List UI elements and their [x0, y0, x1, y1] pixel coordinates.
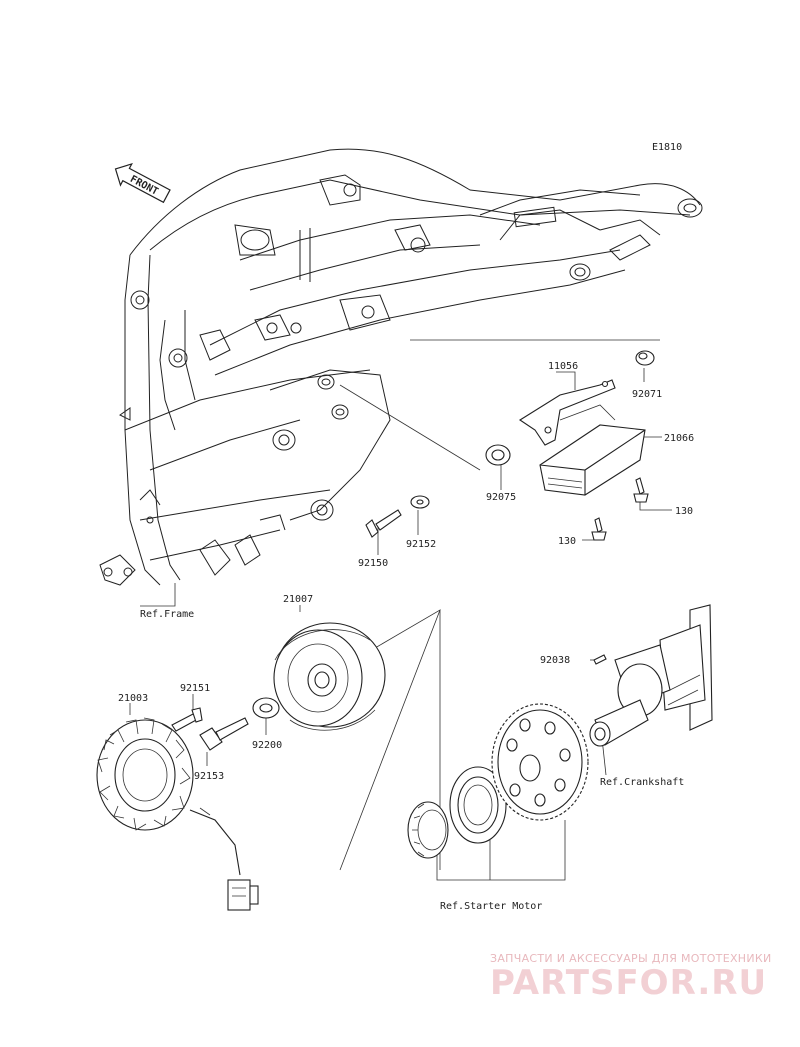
- part-92075-grommet-icon: [485, 444, 511, 466]
- label-92150: 92150: [358, 558, 388, 569]
- label-21003: 21003: [118, 693, 148, 704]
- label-130-left: 130: [558, 536, 576, 547]
- part-21003-stator-icon: [96, 717, 259, 911]
- part-92038-key-icon: [593, 654, 607, 665]
- label-11056: 11056: [548, 361, 578, 372]
- label-92151: 92151: [180, 683, 210, 694]
- part-92200-washer-icon: [252, 697, 280, 719]
- frame-drawing: [99, 148, 703, 586]
- label-130-right: 130: [675, 506, 693, 517]
- watermark-logo: PARTSFOR.RU: [490, 963, 767, 1003]
- label-21007: 21007: [283, 594, 313, 605]
- label-21066: 21066: [664, 433, 694, 444]
- part-starter-bearing-icon: [449, 766, 507, 844]
- part-92152-washer-icon: [410, 495, 430, 509]
- part-11056-bracket-icon: [518, 379, 616, 446]
- watermark-tagline: ЗАПЧАСТИ И АКСЕССУАРЫ ДЛЯ МОТОТЕХНИКИ: [490, 952, 772, 965]
- label-ref-frame: Ref.Frame: [140, 609, 194, 620]
- part-starter-gear-icon: [491, 703, 589, 821]
- label-92075: 92075: [486, 492, 516, 503]
- part-starter-clutch-icon: [407, 801, 449, 859]
- part-21007-rotor-icon: [273, 622, 386, 731]
- part-130-bolt-icon: [591, 517, 607, 541]
- part-21066-regulator-icon: [539, 404, 646, 496]
- part-92071-icon: [635, 350, 655, 366]
- label-92152: 92152: [406, 539, 436, 550]
- label-92038: 92038: [540, 655, 570, 666]
- label-92200: 92200: [252, 740, 282, 751]
- crankshaft-drawing: [589, 604, 713, 747]
- diagram-code: E1810: [652, 142, 682, 153]
- label-92153: 92153: [194, 771, 224, 782]
- part-92151-bolt-icon: [171, 707, 203, 732]
- leader-lines: [129, 339, 672, 881]
- label-ref-crankshaft: Ref.Crankshaft: [600, 777, 684, 788]
- part-92150-bolt-icon: [365, 509, 402, 538]
- label-ref-starter-motor: Ref.Starter Motor: [440, 901, 542, 912]
- part-130-bolt-icon: [633, 477, 649, 503]
- part-92153-bolt-icon: [199, 717, 249, 751]
- label-92071: 92071: [632, 389, 662, 400]
- front-arrow-icon: FRONT: [114, 162, 171, 204]
